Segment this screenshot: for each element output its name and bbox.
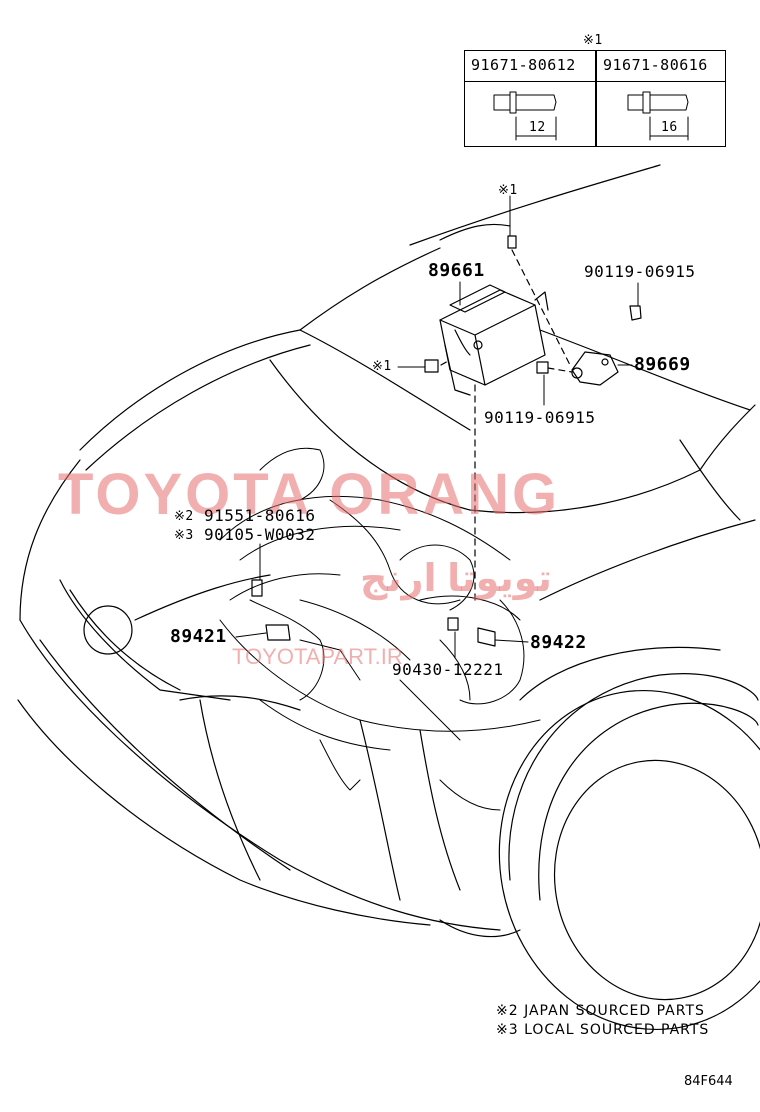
- figure-code: 84F644: [684, 1074, 733, 1089]
- table-col1-dimension: 12: [529, 120, 546, 135]
- table-col1-part-number: 91671-80612: [471, 56, 576, 74]
- callout-bolt-japan: 91551-80616: [204, 506, 316, 525]
- watermark-main: TOYOTA ORANG: [58, 462, 561, 527]
- callout-bolt-right-bottom: 90119-06915: [484, 408, 596, 427]
- hood-outline: [79, 164, 756, 514]
- callout-ecu-89661: 89661: [428, 260, 485, 281]
- table-col2-part-number: 91671-80616: [603, 56, 708, 74]
- watermark-site: TOYOTAPART.IR: [232, 644, 403, 669]
- callout-bracket-89669: 89669: [634, 354, 691, 375]
- ecu-assembly: [439, 284, 549, 396]
- callout-local-mark: ※3: [174, 528, 194, 543]
- table-note-mark: ※1: [583, 33, 603, 48]
- front-bumper: [17, 459, 521, 938]
- leader-lines: [235, 195, 639, 659]
- callout-gasket: 90430-12221: [392, 660, 504, 679]
- callout-bolt-right-top: 90119-06915: [584, 262, 696, 281]
- engine-block: [219, 447, 541, 811]
- table-bolt-sketches: [493, 91, 689, 141]
- callout-mark-top: ※1: [498, 183, 518, 198]
- fender-and-wheel: [498, 439, 760, 1031]
- bolt-size-table: 91671-80612 91671-80616 12 16: [464, 50, 726, 147]
- callout-bolt-local: 90105-W0032: [204, 525, 316, 544]
- bolts: [251, 235, 642, 647]
- callout-sensor-89421: 89421: [170, 626, 227, 647]
- table-divider: [595, 51, 597, 146]
- watermark-persian: تویوتا ارنج: [360, 558, 552, 600]
- note-local-sourced: ※3 LOCAL SOURCED PARTS: [496, 1022, 710, 1038]
- assembly-dashed-lines: [440, 249, 573, 601]
- note-japan-sourced: ※2 JAPAN SOURCED PARTS: [496, 1003, 705, 1019]
- callout-sensor-89422: 89422: [530, 632, 587, 653]
- callout-japan-mark: ※2: [174, 509, 194, 524]
- bracket-assembly: [571, 351, 619, 386]
- table-col2-dimension: 16: [661, 120, 678, 135]
- callout-mark-left: ※1: [372, 359, 392, 374]
